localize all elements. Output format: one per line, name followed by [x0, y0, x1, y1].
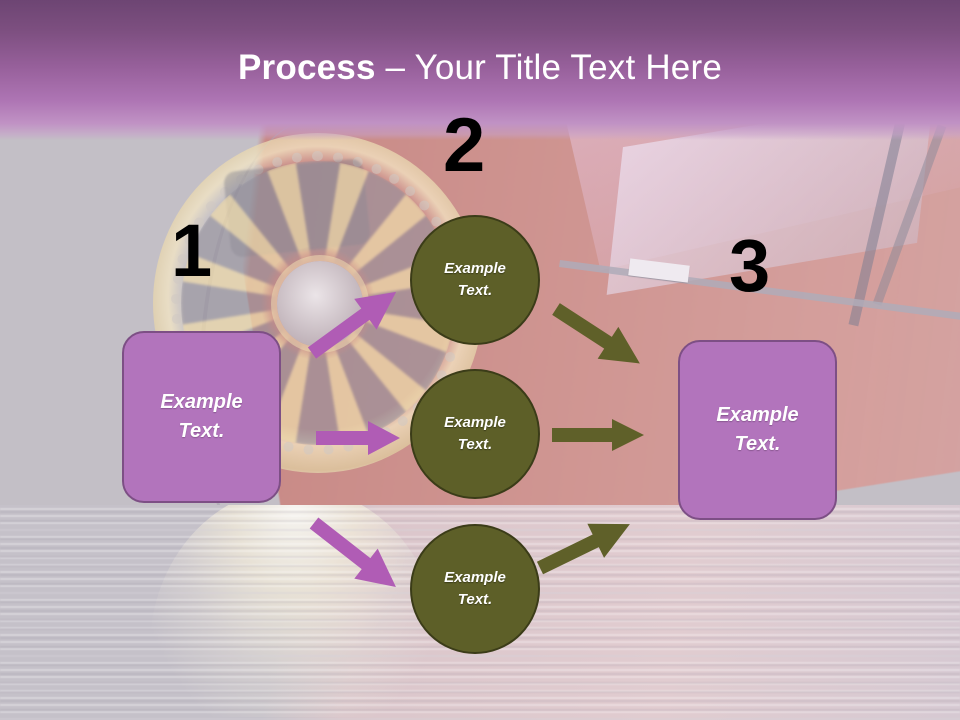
olive-arrow-down-icon [546, 293, 651, 379]
step-number-1: 1 [171, 209, 213, 292]
stage-left-line1: Example [160, 391, 243, 413]
stage-middle-circle-3-line1: Example [444, 568, 506, 586]
step-number-3: 3 [729, 224, 771, 307]
water-wheel-reflection [150, 505, 440, 717]
olive-arrow-right-icon [552, 419, 644, 451]
background-water-reflection [0, 505, 960, 720]
purple-arrow-down-icon [302, 508, 407, 602]
stage-middle-circle-3-line2: Text. [457, 591, 493, 608]
purple-arrow-right-icon [316, 421, 400, 455]
stage-right-line1: Example [716, 404, 799, 426]
stage-middle-circle-1-line1: Example [444, 259, 506, 277]
stage-middle-circle-3[interactable]: Example Text. [410, 524, 540, 654]
stage-middle-circle-2[interactable]: Example Text. [410, 369, 540, 499]
stage-middle-circle-2-line1: Example [444, 413, 506, 431]
stage-middle-circle-1[interactable]: Example Text. [410, 215, 540, 345]
stage-left-line2: Text. [178, 420, 225, 442]
page-title-strong: Process [238, 48, 376, 87]
purple-arrow-up-icon [301, 276, 407, 368]
stage-right-line2: Text. [734, 433, 781, 455]
stage-left-box[interactable]: Example Text. [122, 331, 281, 503]
page-title-light: – Your Title Text Here [375, 48, 722, 87]
header-band [0, 0, 960, 140]
stage-middle-circle-2-line2: Text. [457, 436, 493, 453]
stage-middle-circle-1-line2: Text. [457, 282, 493, 299]
stage-right-box[interactable]: Example Text. [678, 340, 837, 520]
page-title: Process – Your Title Text Here [0, 48, 960, 88]
olive-arrow-up-icon [532, 507, 639, 585]
step-number-2: 2 [443, 103, 486, 188]
